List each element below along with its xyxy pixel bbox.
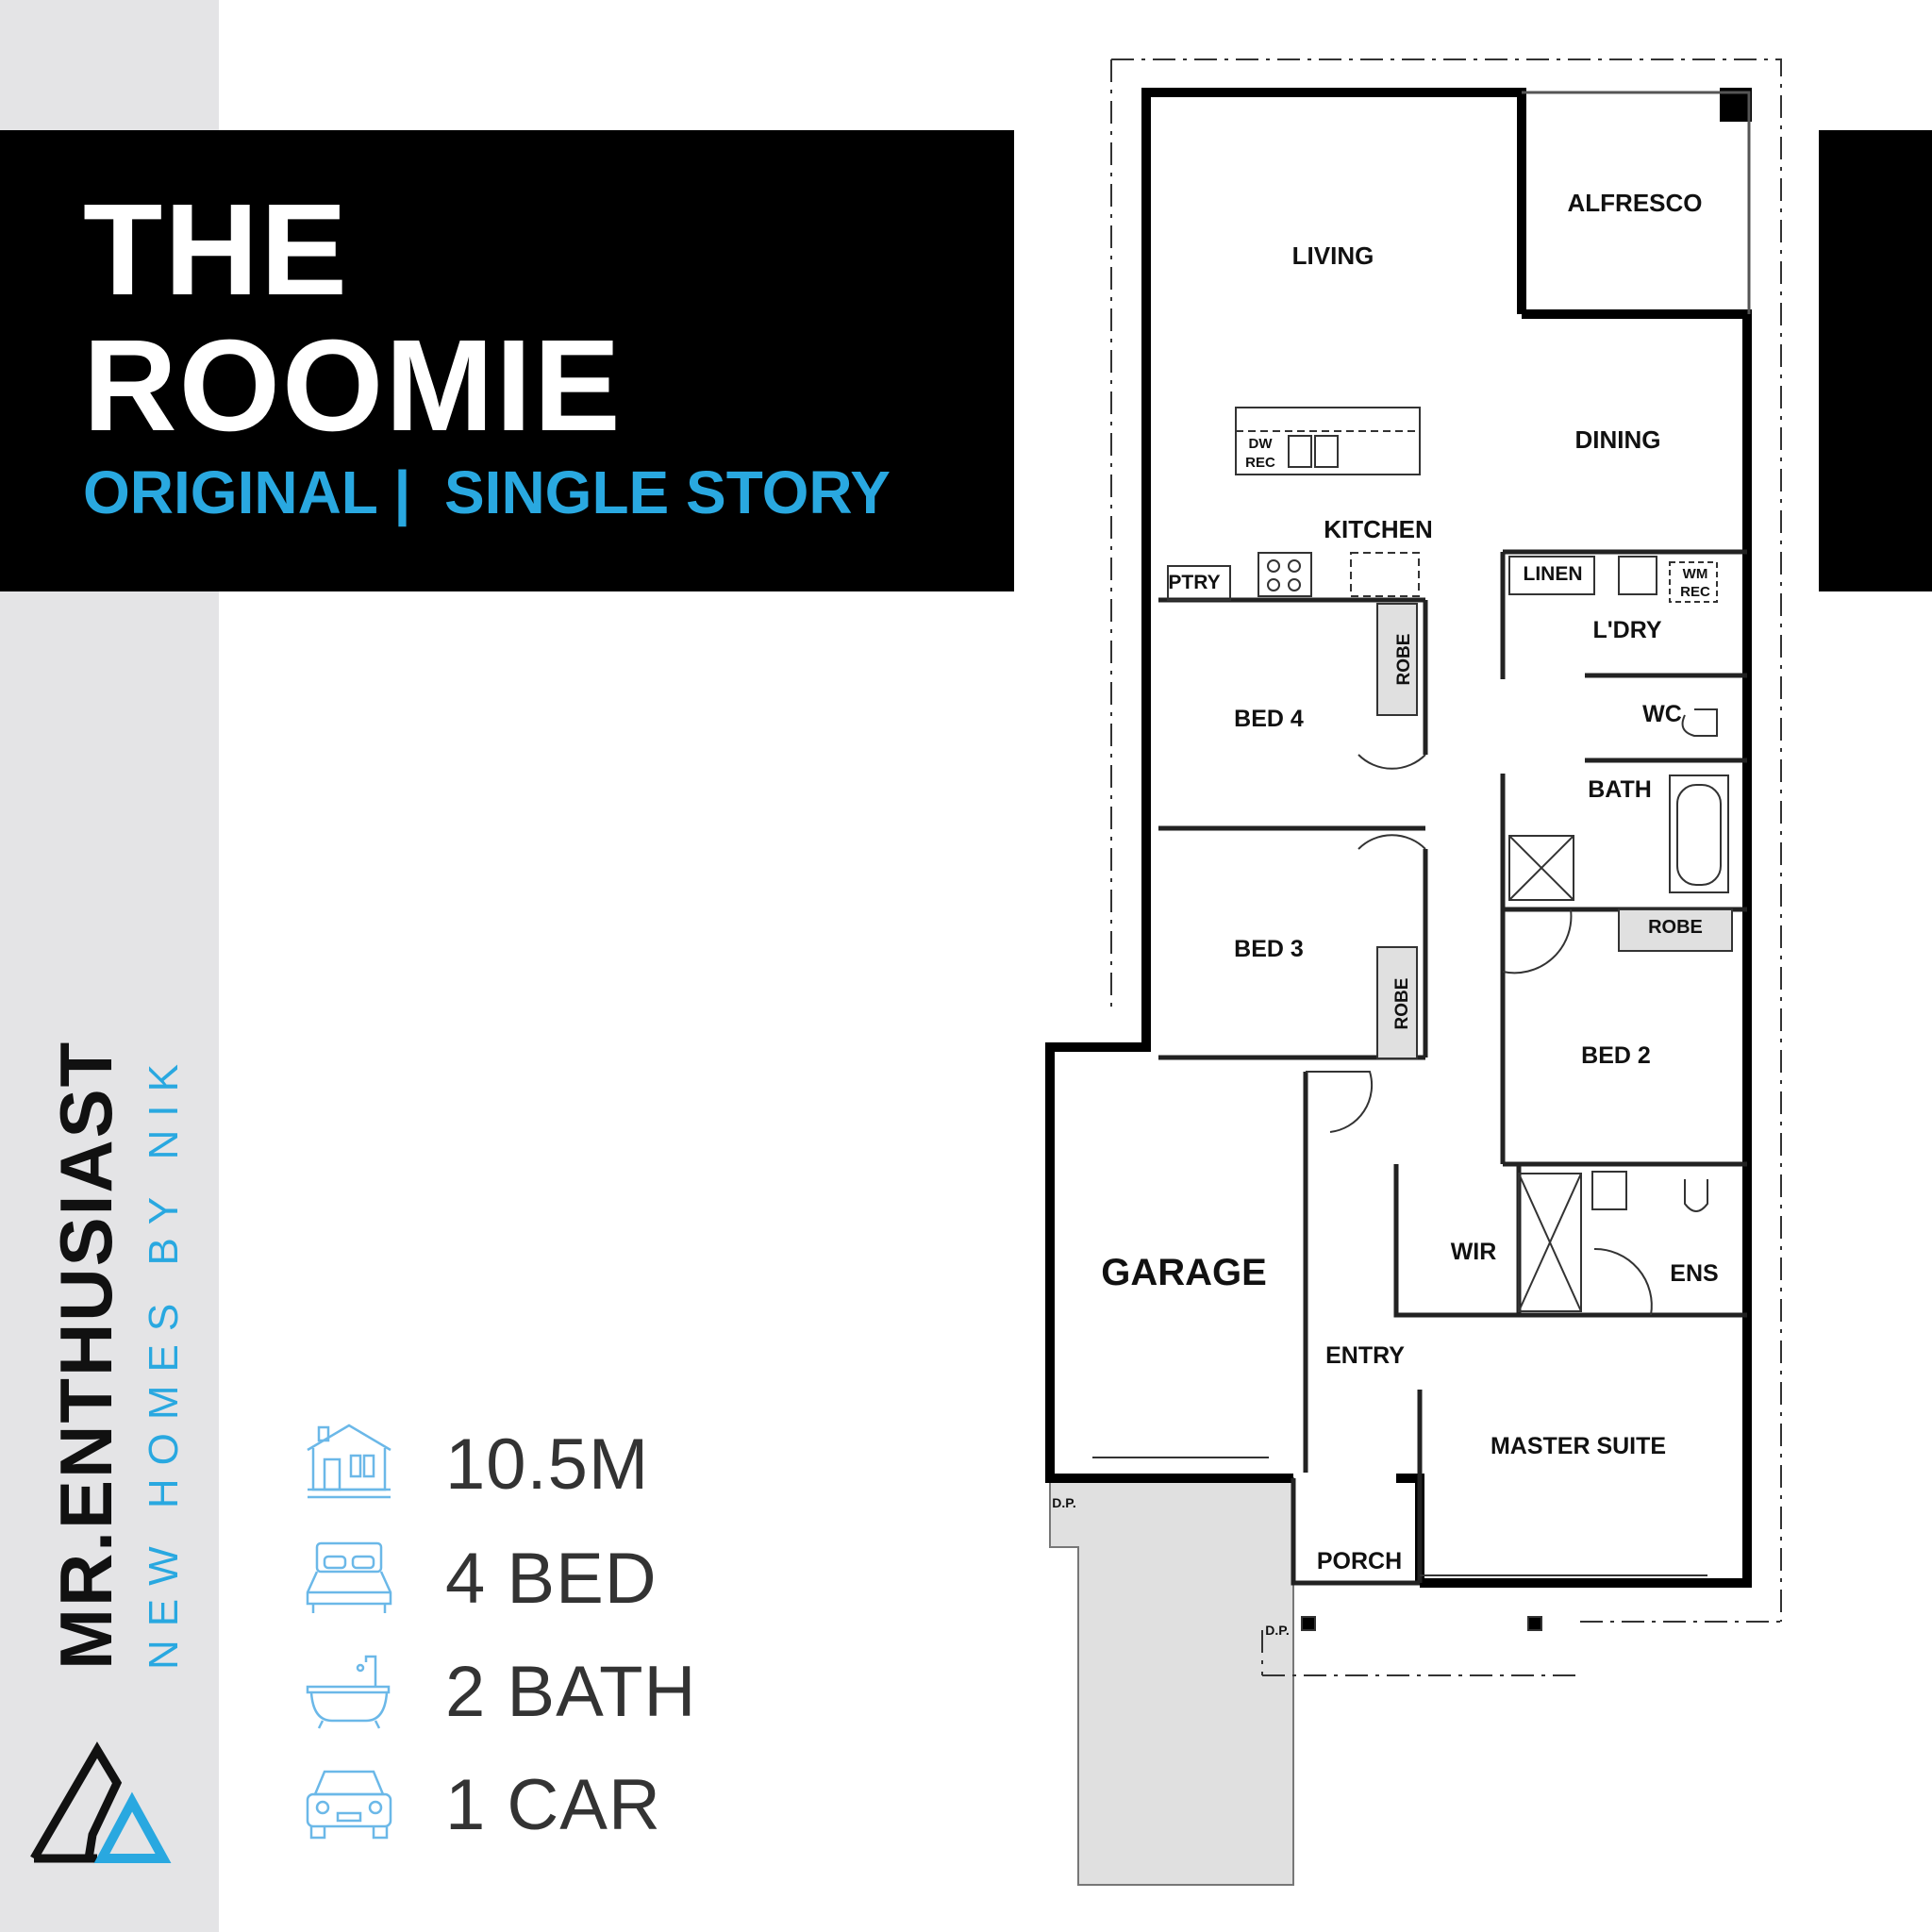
room-label-living: LIVING [1292, 242, 1374, 270]
room-label-bed3: BED 3 [1234, 936, 1304, 962]
title-line-2: ROOMIE [83, 313, 623, 458]
room-label-wc: WC [1642, 701, 1682, 727]
room-label-kitchen: KITCHEN [1324, 515, 1433, 543]
stat-car: 1 CAR [304, 1757, 660, 1852]
label-downpipe-1: D.P. [1052, 1495, 1075, 1510]
stat-bed: 4 BED [304, 1531, 657, 1625]
room-label-laundry: L'DRY [1592, 617, 1661, 643]
label-wm: WM [1683, 566, 1708, 582]
site-boundary [1110, 58, 1782, 1676]
stat-bath: 2 BATH [304, 1644, 695, 1739]
title-banner [0, 130, 1014, 591]
label-wm-rec: REC [1680, 584, 1710, 600]
room-label-linen: LINEN [1524, 563, 1583, 585]
internal-walls [1158, 549, 1747, 1586]
room-label-bath: BATH [1588, 776, 1652, 803]
stat-width: 10.5M [304, 1417, 648, 1511]
bathtub-icon [306, 1655, 391, 1729]
right-black-block [1819, 130, 1932, 591]
label-dw: DW [1249, 436, 1274, 452]
room-label-bed2: BED 2 [1581, 1042, 1651, 1069]
room-label-alfresco: ALFRESCO [1568, 189, 1703, 217]
label-dw-rec: REC [1245, 455, 1275, 471]
room-label-robe-bed4: ROBE [1394, 634, 1414, 686]
room-label-robe-bed2: ROBE [1648, 917, 1703, 938]
house-width-icon [307, 1424, 391, 1499]
bed-icon [306, 1541, 392, 1613]
room-label-dining: DINING [1575, 425, 1661, 454]
stat-label: 4 BED [445, 1538, 658, 1619]
stat-label: 1 CAR [445, 1764, 661, 1845]
room-label-robe-bed3: ROBE [1392, 978, 1412, 1030]
stat-label: 2 BATH [445, 1651, 697, 1732]
room-label-ptry: PTRY [1168, 572, 1220, 593]
title-line-1: THE [83, 177, 349, 323]
room-label-porch: PORCH [1317, 1548, 1402, 1574]
room-label-ens: ENS [1670, 1260, 1718, 1287]
brand-logo-icon [30, 1741, 172, 1863]
label-downpipe-2: D.P. [1265, 1623, 1289, 1638]
driveway [1049, 1477, 1294, 1886]
room-label-garage: GARAGE [1101, 1252, 1267, 1293]
room-label-entry: ENTRY [1325, 1342, 1405, 1369]
subtitle: ORIGINAL | SINGLE STORY [83, 458, 891, 526]
fixtures [1092, 407, 1733, 1631]
car-icon [306, 1770, 392, 1840]
room-label-master-suite: MASTER SUITE [1491, 1433, 1666, 1459]
stat-label: 10.5M [445, 1424, 650, 1505]
room-label-wir: WIR [1451, 1239, 1497, 1265]
room-label-bed4: BED 4 [1234, 706, 1304, 732]
